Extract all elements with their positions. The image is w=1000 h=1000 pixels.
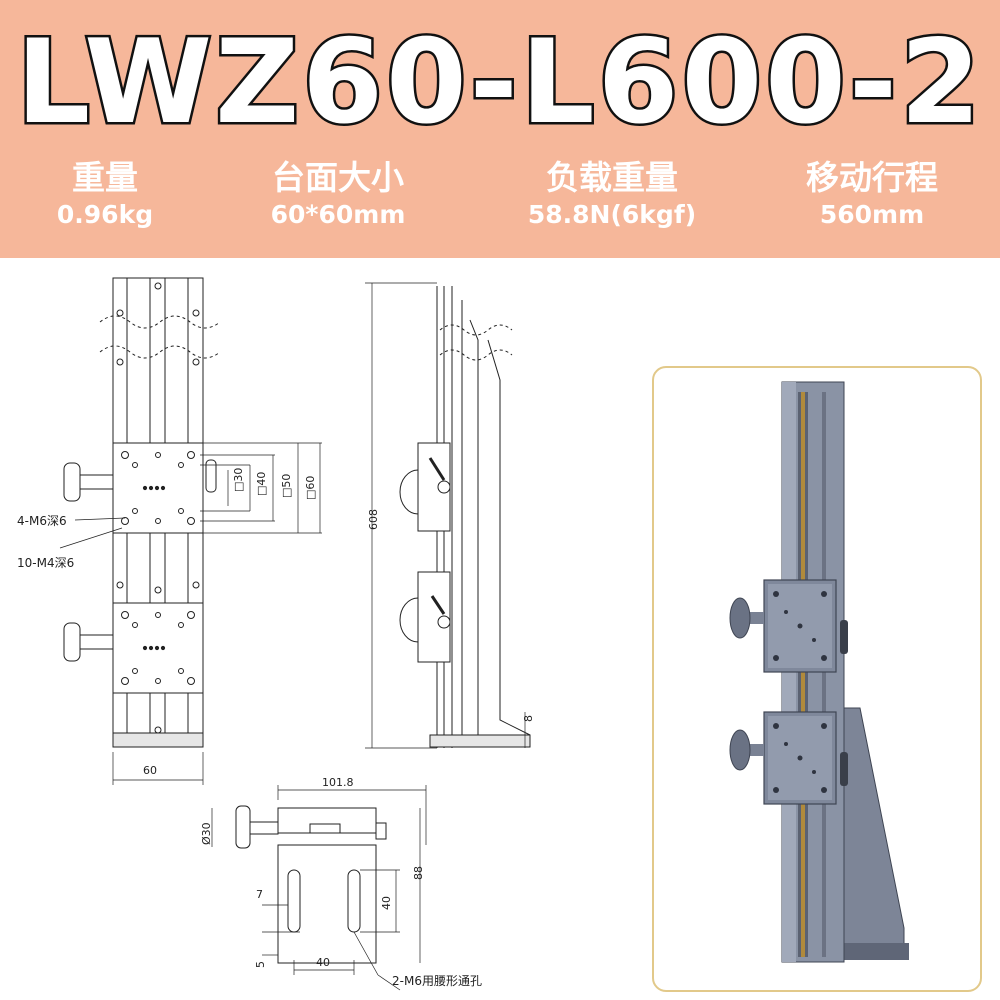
model-title: LWZ60-L600-2 <box>14 13 984 153</box>
lower-knob <box>63 622 81 662</box>
knob-diameter-dim: Ø30 <box>200 822 213 845</box>
spec-table-size-value: 60*60mm <box>270 200 406 229</box>
edge-dim: 5 <box>254 961 267 968</box>
side-upper-carriage <box>417 442 451 532</box>
slot-spacing-dim: 40 <box>316 956 330 969</box>
callout-m4: 10-M4深6 <box>17 556 74 570</box>
spec-travel-label: 移动行程 <box>806 158 938 197</box>
square-dim-30: □30 <box>232 468 245 492</box>
product-render <box>729 381 909 963</box>
spec-weight-value: 0.96kg <box>56 200 154 229</box>
front-base <box>112 732 204 748</box>
bottom-height-dim: 88 <box>412 866 425 880</box>
spec-travel-value: 560mm <box>819 200 925 229</box>
bottom-length-dim: 101.8 <box>322 776 354 789</box>
square-dim-40: □40 <box>255 472 268 496</box>
spec-table-size: 台面大小 60*60mm <box>218 158 458 232</box>
side-height-dim: 608 <box>367 509 380 530</box>
slot-callout: 2-M6用腰形通孔 <box>392 974 482 988</box>
spec-load-value: 58.8N(6kgf) <box>527 200 697 229</box>
break-line <box>99 315 221 329</box>
support-bracket <box>841 707 905 959</box>
spec-load: 负载重量 58.8N(6kgf) <box>492 158 732 232</box>
bottom-view <box>211 785 427 991</box>
side-base-dim: 8 <box>522 715 535 722</box>
slot-height-dim: 40 <box>380 896 393 910</box>
bottom-knob <box>235 805 251 849</box>
spec-weight-label: 重量 <box>72 158 138 197</box>
slot-width-dim: 7 <box>256 888 263 901</box>
spec-load-label: 负载重量 <box>546 158 678 197</box>
technical-drawing: 60 □30 □40 □50 □60 4-M6深6 10-M4深6 60 <box>17 277 535 991</box>
clamp-lever <box>205 459 217 493</box>
photo-upper-clamp <box>840 620 848 654</box>
product-photo-frame <box>652 366 982 992</box>
photo-lower-clamp <box>840 752 848 786</box>
front-width-dim: 60 <box>143 764 157 777</box>
square-dim-60: □60 <box>304 476 317 500</box>
spec-banner: LWZ60-L600-2 重量 0.96kg 台面大小 60*60mm 负载重量… <box>0 0 1000 258</box>
photo-lower-knob <box>729 729 751 771</box>
spec-weight: 重量 0.96kg <box>0 158 225 232</box>
side-lower-carriage <box>417 571 451 663</box>
side-view <box>365 282 531 749</box>
front-view <box>59 277 322 785</box>
callout-m6: 4-M6深6 <box>17 514 67 528</box>
bracket-base <box>839 943 909 960</box>
spec-table-size-label: 台面大小 <box>272 158 404 197</box>
photo-upper-knob <box>729 597 751 639</box>
rail-slot <box>801 392 805 957</box>
spec-travel: 移动行程 560mm <box>752 158 992 232</box>
square-dim-50: □50 <box>280 474 293 498</box>
upper-knob <box>63 462 81 502</box>
